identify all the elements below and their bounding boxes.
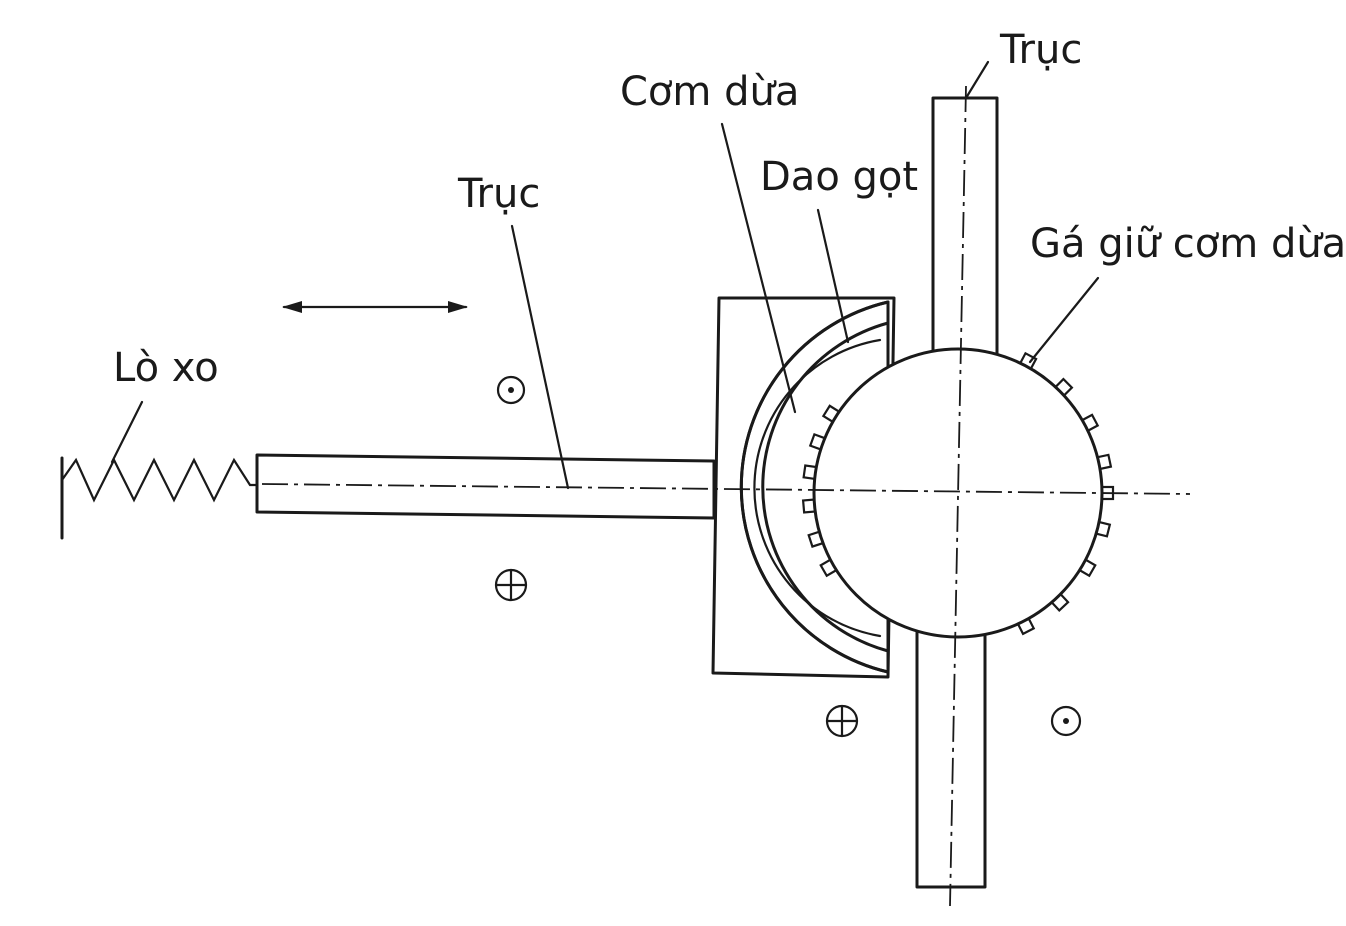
leader-lines xyxy=(110,60,1100,490)
leader-dao-got xyxy=(816,208,850,344)
label-truc-left: Trục xyxy=(457,171,540,217)
blade-holder-block xyxy=(711,296,896,679)
center-lines xyxy=(261,85,1191,907)
blade-arc-outer xyxy=(739,300,890,674)
dot-marker-right xyxy=(1050,705,1082,737)
plus-marker-bottom xyxy=(825,704,859,738)
leader-com-dua xyxy=(720,122,797,414)
horizontal-center-line xyxy=(261,483,1191,495)
leader-truc-left xyxy=(510,224,570,490)
leader-truc-top xyxy=(964,60,990,100)
markers xyxy=(494,375,1082,738)
holder-disc xyxy=(812,347,1104,639)
label-ga-giu-com-dua: Gá giữ cơm dừa xyxy=(1030,221,1346,267)
blade-arc-inner xyxy=(761,321,890,653)
plus-marker-left xyxy=(494,568,528,602)
motion-arrow xyxy=(282,301,468,313)
labels: Trục Cơm dừa Dao gọt Trục Gá giữ cơm dừa… xyxy=(113,27,1346,391)
label-dao-got: Dao gọt xyxy=(760,154,918,200)
leader-ga-giu xyxy=(1028,276,1100,364)
spring xyxy=(60,456,259,540)
coconut-holder-disc xyxy=(801,347,1115,639)
vertical-center-line xyxy=(949,85,967,907)
label-lo-xo: Lò xo xyxy=(113,345,219,391)
spring-coil xyxy=(60,457,259,503)
leader-lo-xo xyxy=(110,400,144,464)
dot-marker-left xyxy=(496,375,526,405)
coconut-meat-arc xyxy=(753,338,882,638)
label-com-dua: Cơm dừa xyxy=(620,69,799,115)
label-truc-top: Trục xyxy=(999,27,1082,73)
